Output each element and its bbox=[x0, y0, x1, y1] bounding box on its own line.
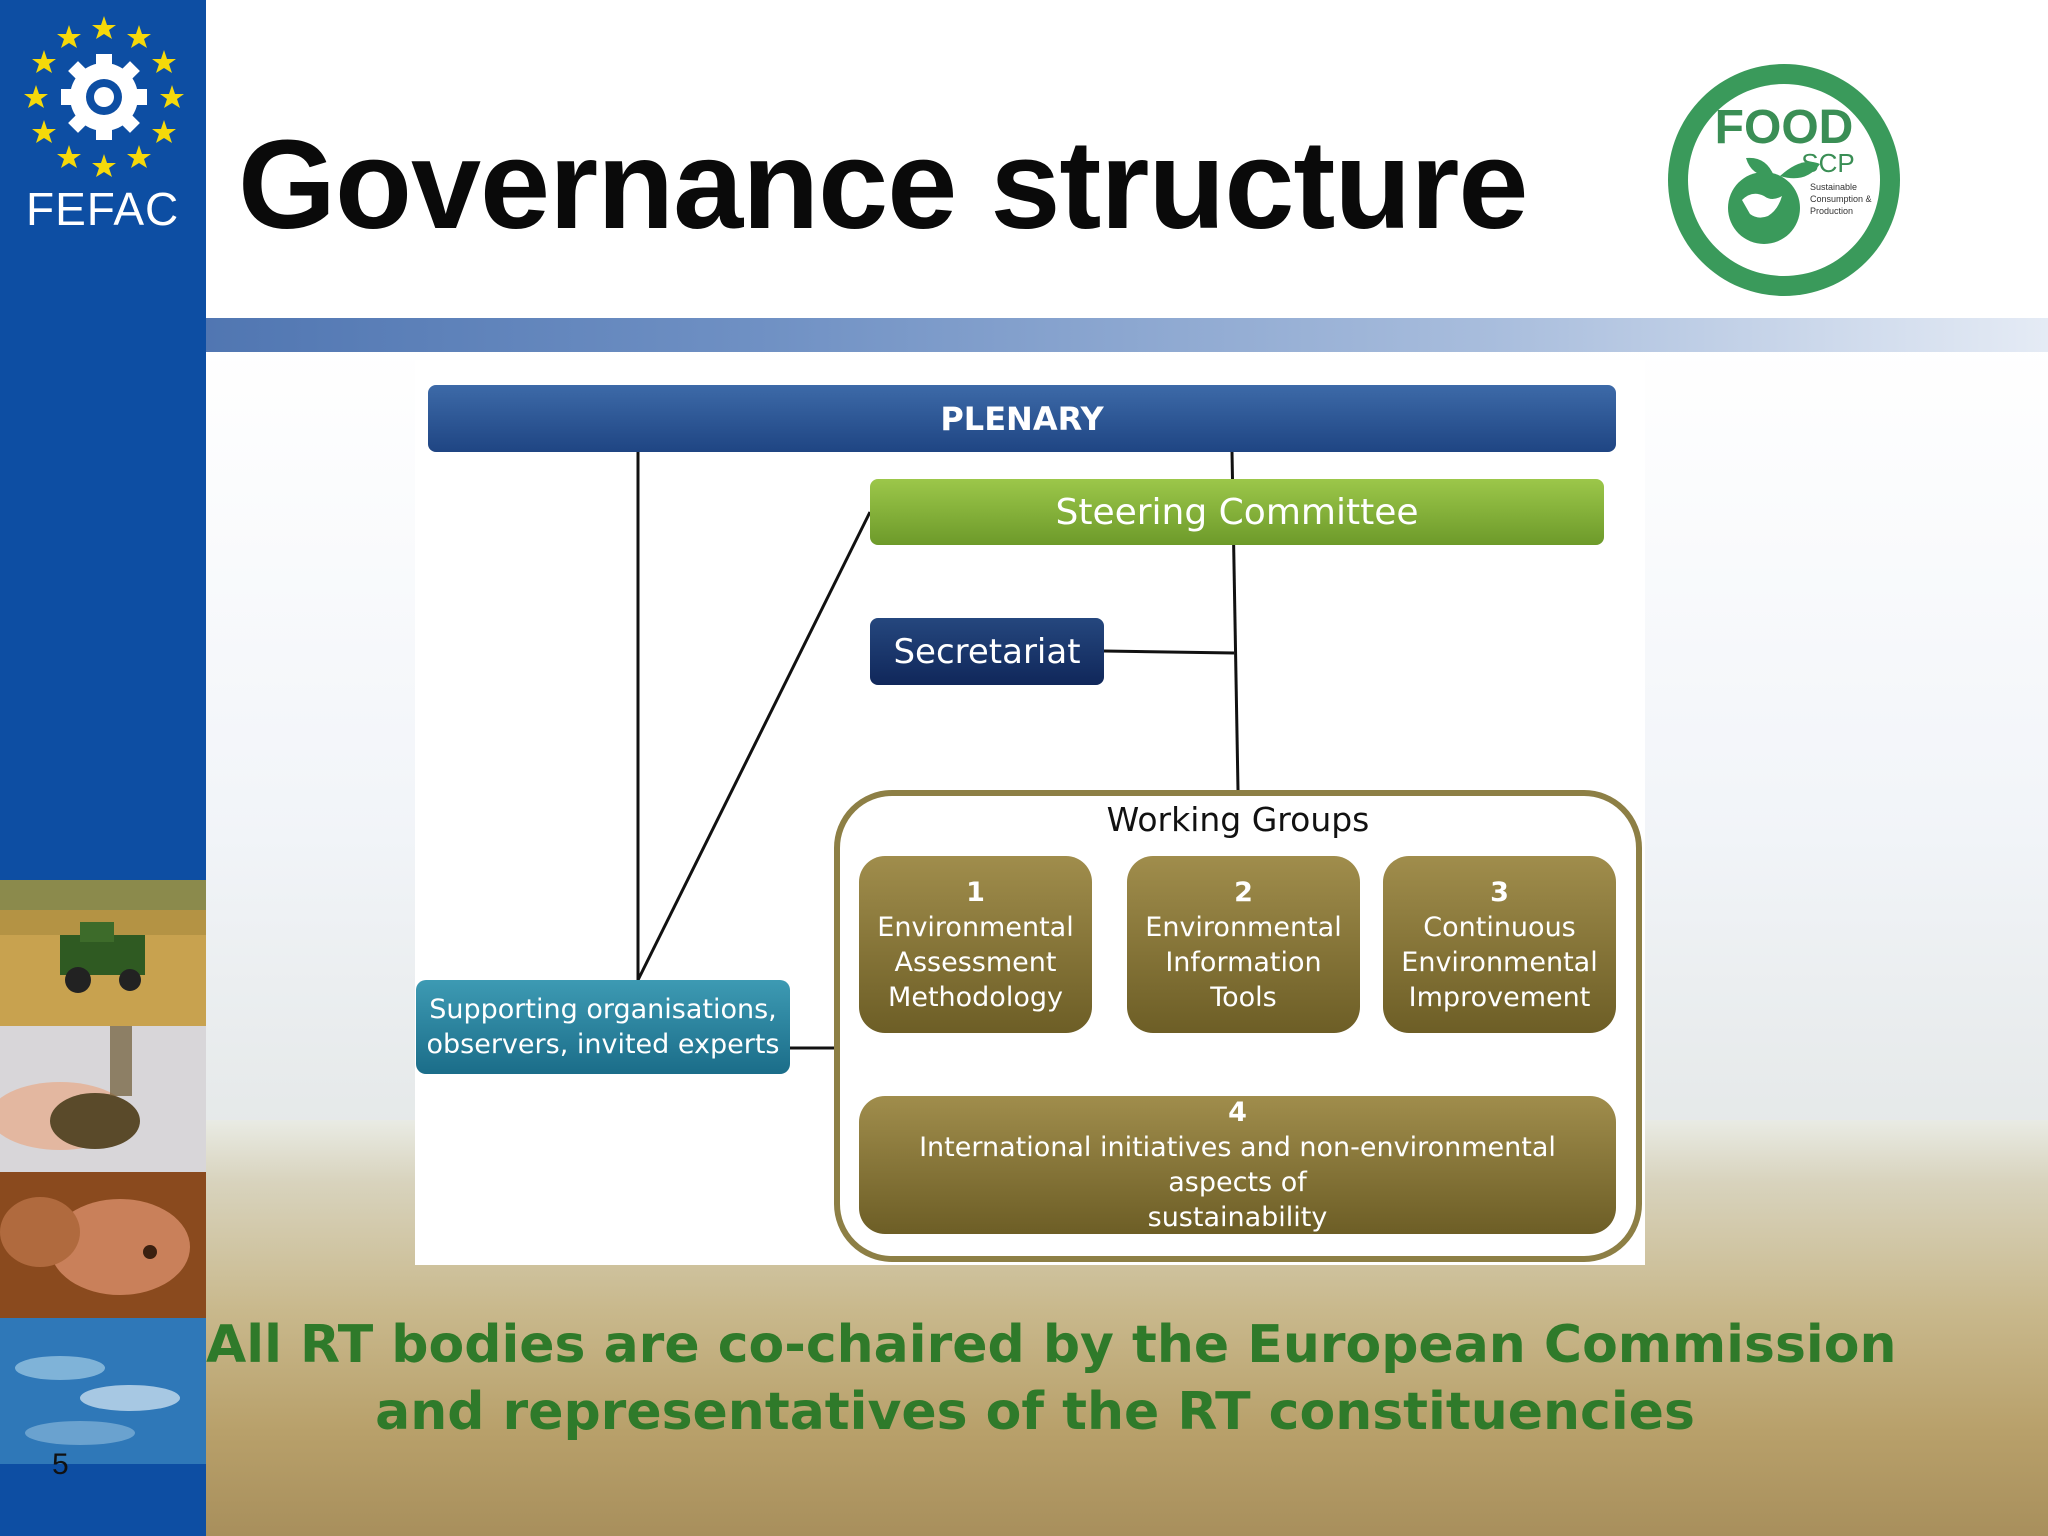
wg-line: Tools bbox=[1210, 981, 1277, 1013]
footer-line-2: and representatives of the RT constituen… bbox=[375, 1382, 1695, 1442]
working-groups-title: Working Groups bbox=[1106, 800, 1370, 839]
header-band bbox=[206, 318, 2048, 352]
feed-pellets-photo bbox=[0, 1026, 206, 1172]
wg-number: 4 bbox=[1228, 1097, 1247, 1128]
logo-sub3: Production bbox=[1810, 206, 1853, 216]
working-group-1: 1 Environmental Assessment Methodology bbox=[859, 856, 1092, 1033]
supporting-line-2: observers, invited experts bbox=[426, 1029, 780, 1060]
globe-leaf-icon bbox=[1728, 157, 1820, 244]
working-group-2: 2 Environmental Information Tools bbox=[1127, 856, 1360, 1033]
wg-line: Environmental bbox=[1145, 911, 1342, 943]
supporting-organisations-box: Supporting organisations, observers, inv… bbox=[416, 980, 790, 1074]
star-ring bbox=[24, 16, 184, 177]
wg-line: Methodology bbox=[888, 981, 1063, 1013]
logo-sub1: Sustainable bbox=[1810, 182, 1857, 192]
wg-line: Environmental bbox=[877, 911, 1074, 943]
fish-photo bbox=[0, 1318, 206, 1464]
eu-stars-icon bbox=[24, 16, 184, 177]
plenary-box: PLENARY bbox=[428, 385, 1616, 452]
wg-line: International initiatives and non-enviro… bbox=[919, 1132, 1556, 1198]
sidebar: FEFAC 5 bbox=[0, 0, 206, 1536]
wg-line: Environmental bbox=[1401, 946, 1598, 978]
steering-committee-box: Steering Committee bbox=[870, 479, 1604, 545]
wg-number: 1 bbox=[966, 876, 985, 908]
food-scp-round-table-logo: FOOD SCP Sustainable Consumption & Produ… bbox=[1668, 64, 1900, 296]
wg-line: Assessment bbox=[894, 946, 1057, 978]
working-group-4: 4 International initiatives and non-envi… bbox=[859, 1096, 1616, 1234]
logo-sub2: Consumption & bbox=[1810, 194, 1872, 204]
slide-number: 5 bbox=[52, 1448, 69, 1481]
footer-line-1: All RT bodies are co-chaired by the Euro… bbox=[206, 1315, 1897, 1375]
slide-title: Governance structure bbox=[238, 114, 1528, 255]
wg-number: 3 bbox=[1490, 876, 1509, 908]
wg-number: 2 bbox=[1234, 876, 1253, 908]
wg-line: Information bbox=[1165, 946, 1322, 978]
wg-line: Improvement bbox=[1408, 981, 1591, 1013]
logo-food-text: FOOD bbox=[1715, 101, 1854, 154]
harvester-photo bbox=[0, 880, 206, 1026]
supporting-line-1: Supporting organisations, bbox=[429, 994, 777, 1025]
wg-line: Continuous bbox=[1423, 911, 1576, 943]
pig-photo bbox=[0, 1172, 206, 1318]
footer-statement: All RT bodies are co-chaired by the Euro… bbox=[206, 1312, 1897, 1446]
wg-line: sustainability bbox=[1147, 1202, 1328, 1233]
working-group-3: 3 Continuous Environmental Improvement bbox=[1383, 856, 1616, 1033]
gear-icon bbox=[61, 54, 147, 140]
fefac-logo-text: FEFAC bbox=[26, 183, 180, 235]
secretariat-box: Secretariat bbox=[870, 618, 1104, 685]
